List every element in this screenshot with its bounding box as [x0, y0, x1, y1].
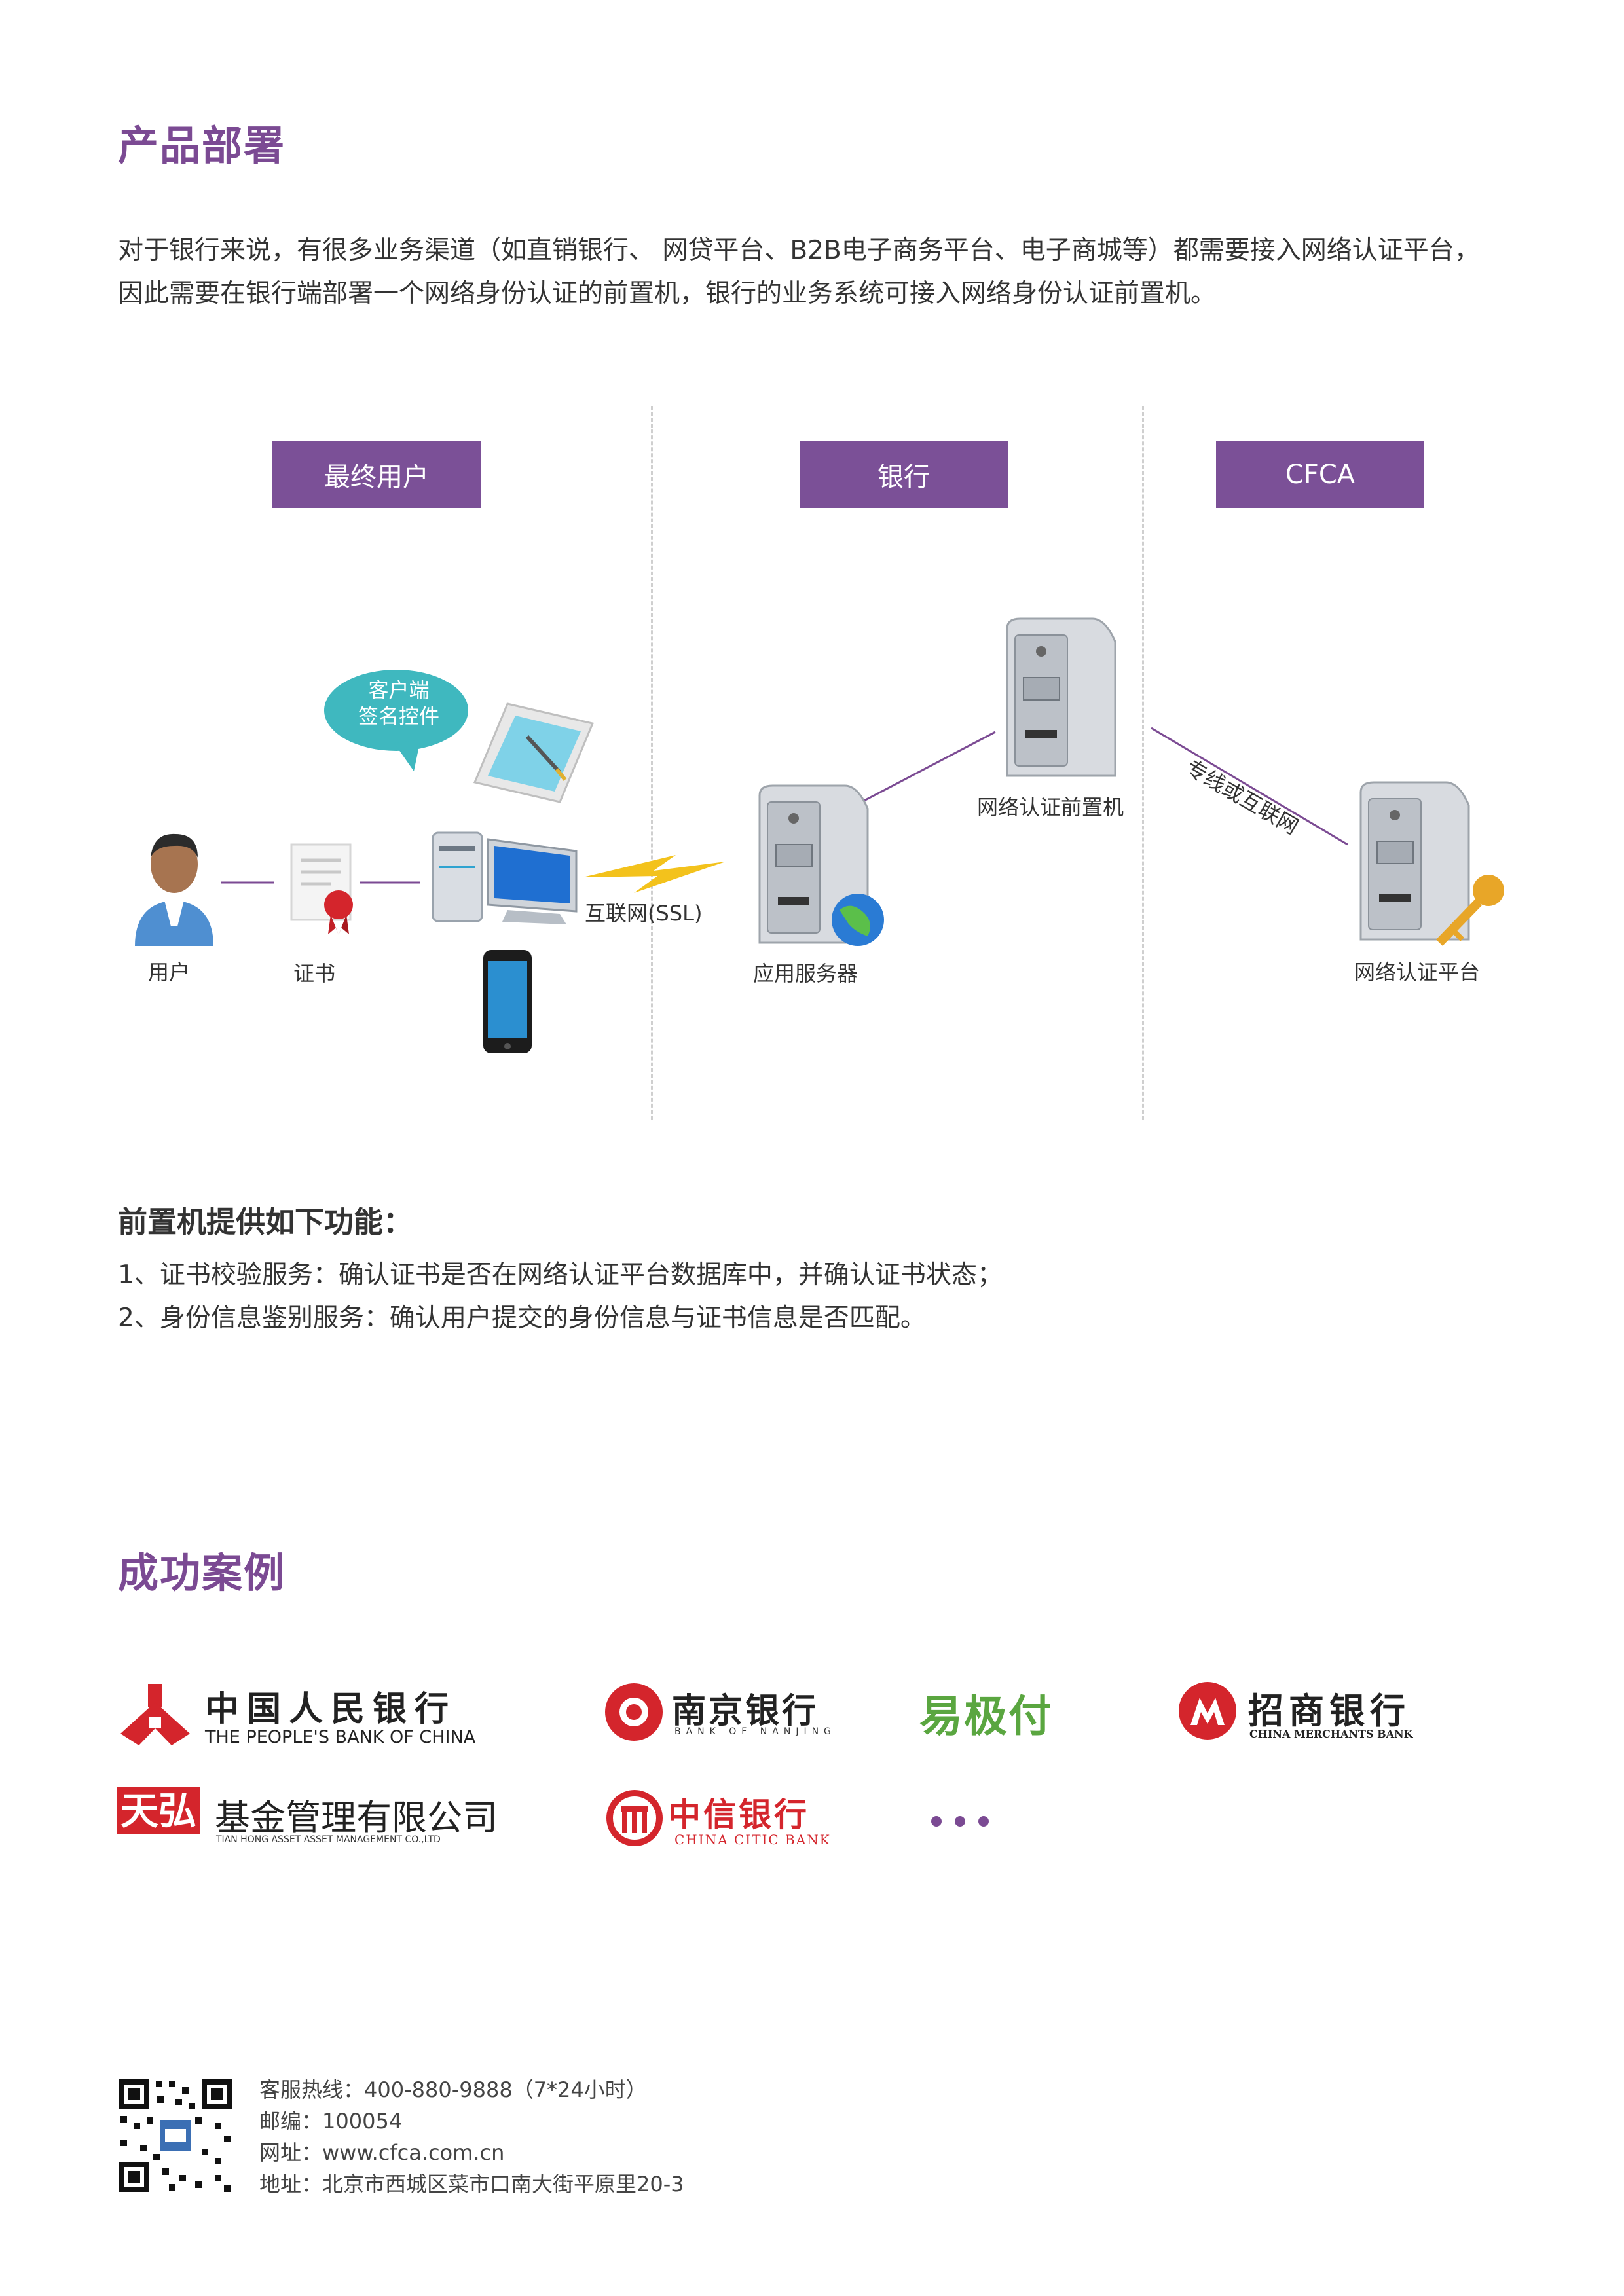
certificate-label: 证书	[293, 961, 336, 986]
pboc-chinese-name: 中国人民银行	[205, 1689, 457, 1729]
tianhong-chinese-name: 基金管理有限公司	[215, 1797, 498, 1838]
nanjing-chinese-name: 南京银行	[672, 1691, 819, 1731]
bubble-text: 客户端 签名控件	[322, 678, 475, 730]
cmb-emblem-icon	[1179, 1682, 1236, 1740]
mobile-phone-icon	[483, 950, 532, 1053]
nanjing-english-name: BANK OF NANJING	[674, 1726, 836, 1737]
postcode-text: 邮编：100054	[259, 2109, 403, 2134]
logo-pboc: 中国人民银行 THE PEOPLE'S BANK OF CHINA	[117, 1683, 483, 1755]
logo-bank-of-nanjing: 南京银行 BANK OF NANJING	[601, 1679, 831, 1751]
nanjing-emblem-icon	[605, 1683, 663, 1741]
section-title-success-cases: 成功案例	[118, 1549, 286, 1597]
user-label: 用户	[148, 960, 191, 985]
logo-yijifu: 易极付	[919, 1690, 1053, 1741]
divider-line-2	[1142, 406, 1144, 1120]
certificate-icon	[290, 843, 353, 935]
intro-line-1: 对于银行来说，有很多业务渠道（如直销银行、 网贷平台、B2B电子商务平台、电子商…	[118, 236, 1480, 265]
address-text: 地址：北京市西城区菜市口南大街平原里20-3	[259, 2172, 684, 2196]
column-header-cfca: CFCA	[1216, 441, 1424, 508]
auth-platform-server-icon	[1359, 781, 1504, 946]
website-link[interactable]: 网址：www.cfca.com.cn	[259, 2140, 505, 2165]
feature-item-1: 1、证书校验服务：确认证书是否在网络认证平台数据库中，并确认证书状态；	[118, 1260, 1003, 1290]
citic-emblem-icon	[606, 1790, 663, 1846]
citic-english-name: CHINA CITIC BANK	[674, 1832, 831, 1848]
desktop-computer-icon	[432, 831, 578, 924]
cmb-chinese-name: 招商银行	[1248, 1690, 1411, 1732]
speech-bubble	[324, 670, 468, 771]
intro-paragraph: 对于银行来说，有很多业务渠道（如直销银行、 网贷平台、B2B电子商务平台、电子商…	[118, 229, 1526, 316]
hotline-text: 客服热线：400-880-9888（7*24小时）	[259, 2077, 647, 2102]
tablet-icon	[473, 702, 595, 803]
features-title: 前置机提供如下功能：	[118, 1205, 413, 1239]
bubble-line-1: 客户端	[368, 679, 430, 702]
features-list: 1、证书校验服务：确认证书是否在网络认证平台数据库中，并确认证书状态； 2、身份…	[118, 1254, 1526, 1340]
divider-line-1	[651, 406, 653, 1120]
logo-tianhong: 天弘 基金管理有限公司 TIAN HONG ASSET ASSET MANAGE…	[117, 1787, 509, 1859]
frontend-server-label: 网络认证前置机	[977, 795, 1124, 820]
user-icon	[135, 833, 213, 946]
logo-citic-bank: 中信银行 CHINA CITIC BANK	[605, 1789, 831, 1861]
contact-info: 客服热线：400-880-9888（7*24小时） 邮编：100054 网址：w…	[259, 2074, 684, 2200]
tianhong-red-mark: 天弘	[117, 1787, 201, 1834]
column-header-end-user: 最终用户	[272, 441, 481, 508]
connector-lines	[221, 727, 1348, 893]
bubble-line-2: 签名控件	[358, 705, 439, 729]
application-server-label: 应用服务器	[753, 961, 858, 986]
pboc-english-name: THE PEOPLE'S BANK OF CHINA	[205, 1727, 476, 1747]
feature-item-2: 2、身份信息鉴别服务：确认用户提交的身份信息与证书信息是否匹配。	[118, 1303, 926, 1333]
deployment-diagram: 最终用户 银行 CFCA 客户端 签名控件 用户	[0, 0, 1624, 1126]
more-cases-ellipsis-icon	[931, 1816, 989, 1827]
qr-code-icon	[117, 2077, 234, 2195]
pboc-emblem-icon	[120, 1684, 190, 1745]
column-header-bank: 银行	[800, 441, 1008, 508]
internet-ssl-label: 互联网(SSL)	[585, 901, 703, 926]
tianhong-english-name: TIAN HONG ASSET ASSET MANAGEMENT CO.,LTD	[216, 1834, 441, 1845]
application-server-icon	[758, 784, 884, 946]
cmb-english-name: CHINA MERCHANTS BANK	[1249, 1728, 1413, 1740]
logo-china-merchants-bank: 招商银行 CHINA MERCHANTS BANK	[1176, 1679, 1425, 1751]
section-title-deployment: 产品部署	[118, 122, 286, 170]
auth-platform-label: 网络认证平台	[1354, 960, 1481, 985]
frontend-server-icon	[1006, 617, 1116, 777]
citic-chinese-name: 中信银行	[668, 1795, 809, 1834]
intro-line-2: 因此需要在银行端部署一个网络身份认证的前置机，银行的业务系统可接入网络身份认证前…	[118, 279, 1217, 308]
